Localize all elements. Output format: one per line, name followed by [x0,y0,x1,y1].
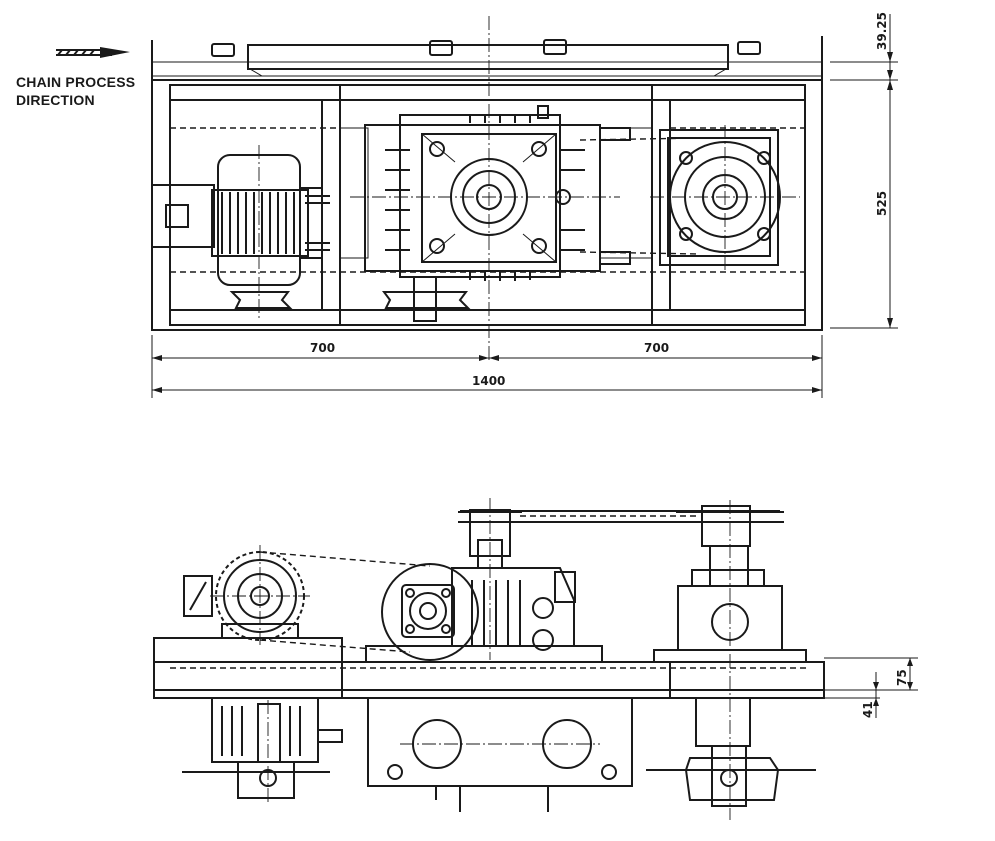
direction-text: DIRECTION [16,92,95,108]
chain-process-direction-label: CHAIN PROCESS DIRECTION [16,73,135,109]
plan-view [56,14,898,398]
chain-process-text: CHAIN PROCESS [16,74,136,90]
dimension-side-small: 41 [861,701,875,718]
motor-plan [151,145,330,318]
side-view [153,498,918,820]
dimension-left-half: 700 [310,341,335,355]
left-drive-unit [182,697,343,805]
lower-housing [367,697,633,812]
dimension-right-half: 700 [644,341,669,355]
dimension-top-offset: 39.25 [875,12,889,50]
direction-arrow-icon [56,47,130,58]
chain-guide-rail [247,44,729,70]
right-drive-unit [646,745,816,807]
plan-dimensions [151,14,898,398]
rail-bolts [211,39,761,57]
side-dimensions [824,657,918,718]
dimension-side-height: 75 [895,669,909,686]
dimension-total-length: 1400 [472,374,505,388]
sprocket-tower [653,500,807,820]
motor-side [183,545,310,645]
bearing-housing-plan [650,125,800,270]
dimension-depth: 525 [875,191,889,216]
gearbox-plan [350,16,620,360]
